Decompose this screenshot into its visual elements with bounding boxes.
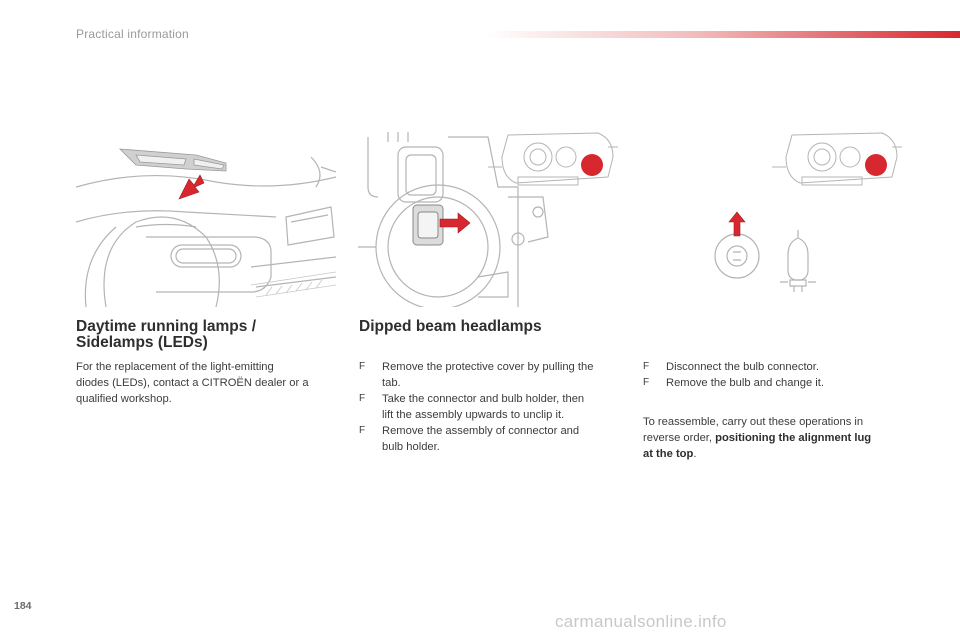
headlamp-illustration-1 xyxy=(488,127,618,189)
step-text: lift the assembly upwards to unclip it. xyxy=(382,409,565,421)
drl-text-line3: qualified workshop. xyxy=(76,393,172,405)
drl-text-line1: For the replacement of the light-emittin… xyxy=(76,361,274,373)
dipped-section-title: Dipped beam headlamps xyxy=(359,318,542,335)
drl-text-line2: diodes (LEDs), contact a CITROËN dealer … xyxy=(76,377,309,389)
pull-arrow-icon xyxy=(439,212,471,234)
header-accent-bar xyxy=(485,31,960,38)
step-marker: F xyxy=(359,361,366,372)
step-text: Remove the bulb and change it. xyxy=(666,377,824,389)
step-text: Remove the assembly of connector and xyxy=(382,425,580,437)
drl-illustration xyxy=(76,127,336,307)
drl-instructions: For the replacement of the light-emittin… xyxy=(76,359,346,407)
reassemble-period: . xyxy=(693,448,697,460)
bulb-illustration xyxy=(705,200,825,295)
red-marker-icon xyxy=(581,154,603,176)
reassemble-emphasis-end: at the top xyxy=(643,448,694,460)
step-text: Take the connector and bulb holder, then xyxy=(382,393,585,405)
reassemble-emphasis: positioning the alignment lug xyxy=(715,432,872,444)
step-item: F Disconnect the bulb connector. xyxy=(643,359,908,375)
step-item: F Remove the protective cover by pulling… xyxy=(359,359,624,391)
reassemble-line1: To reassemble, carry out these operation… xyxy=(643,416,864,428)
reassemble-line2: reverse order, xyxy=(643,432,716,444)
step-marker: F xyxy=(643,361,650,372)
step-marker: F xyxy=(359,425,366,436)
step-marker: F xyxy=(359,393,366,404)
drl-section-title: Daytime running lamps / Sidelamps (LEDs) xyxy=(76,319,256,351)
reassemble-note: To reassemble, carry out these operation… xyxy=(643,414,913,462)
step-marker: F xyxy=(643,377,650,388)
page-header-title: Practical information xyxy=(76,27,189,41)
dipped-steps-list-2: F Disconnect the bulb connector. F Remov… xyxy=(643,359,908,391)
headlamp-illustration-2 xyxy=(772,127,902,189)
step-item: F Take the connector and bulb holder, th… xyxy=(359,391,624,423)
drl-arrow-icon xyxy=(178,174,205,200)
step-item: F Remove the bulb and change it. xyxy=(643,375,908,391)
page-number: 184 xyxy=(14,600,32,612)
dipped-steps-list-1: F Remove the protective cover by pulling… xyxy=(359,359,624,455)
step-item: F Remove the assembly of connector and b… xyxy=(359,423,624,455)
watermark: carmanualsonline.info xyxy=(555,612,727,631)
drl-title-line1: Daytime running lamps / xyxy=(76,318,257,335)
lift-arrow-icon xyxy=(728,211,746,237)
step-text: bulb holder. xyxy=(382,441,440,453)
step-text: Remove the protective cover by pulling t… xyxy=(382,361,594,373)
step-text: tab. xyxy=(382,377,401,389)
red-marker-icon xyxy=(865,154,887,176)
drl-title-line2: Sidelamps (LEDs) xyxy=(76,334,208,351)
step-text: Disconnect the bulb connector. xyxy=(666,361,819,373)
protective-cover-illustration xyxy=(358,127,620,307)
